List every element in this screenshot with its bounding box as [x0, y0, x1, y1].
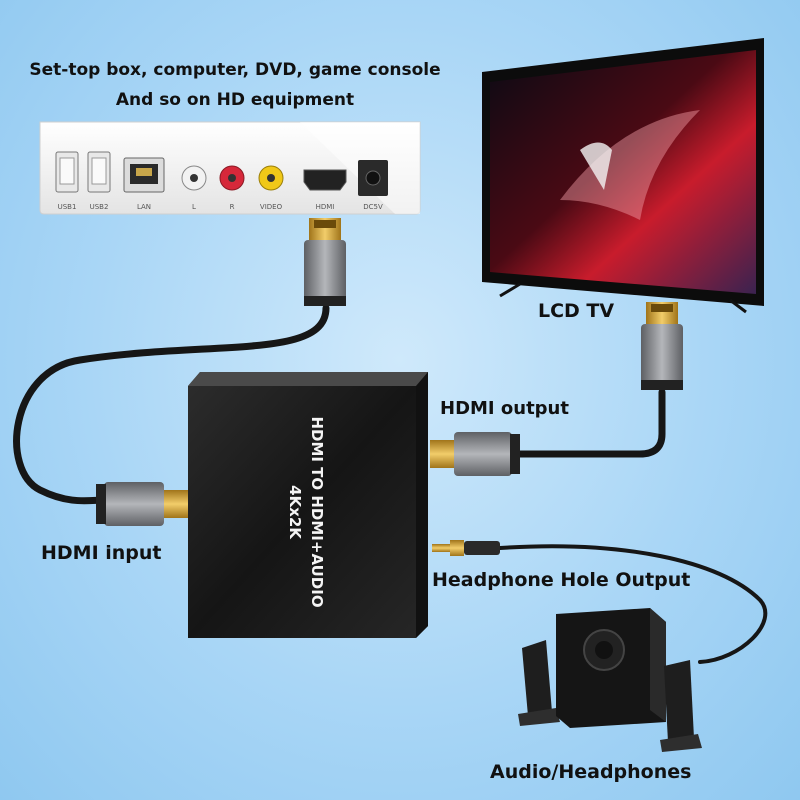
hdmi-input-label: HDMI input [41, 542, 162, 564]
satellite-speaker-left [518, 640, 560, 726]
usb2-port [87, 151, 111, 193]
audio-right-port [219, 165, 245, 191]
lan-port [123, 157, 165, 193]
audio-jack-plug [432, 540, 500, 556]
port-label-usb1: USB1 [58, 203, 77, 211]
tv-label: LCD TV [538, 300, 615, 322]
video-port [258, 165, 284, 191]
port-label-dc5v: DC5V [363, 203, 383, 211]
source-caption-line1: Set-top box, computer, DVD, game console [29, 60, 441, 80]
hdmi-plug-output [430, 432, 520, 476]
dc5v-port [358, 160, 388, 196]
audio-left-port [181, 165, 207, 191]
audio-label: Audio/Headphones [490, 761, 692, 783]
port-label-usb2: USB2 [90, 203, 109, 211]
hdmi-plug-tv [641, 302, 683, 390]
usb1-port [55, 151, 79, 193]
audio-cable [498, 544, 768, 664]
output-cable [512, 388, 666, 458]
input-cable [13, 304, 330, 505]
port-label-video: VIDEO [260, 203, 283, 211]
lcd-tv [482, 38, 764, 314]
source-device: USB1 USB2 LAN L R VIDEO HDMI DC5V [39, 121, 421, 215]
converter-text-line2: 4Kx2K [286, 485, 304, 540]
port-label-lan: LAN [137, 203, 151, 211]
headphone-output-label: Headphone Hole Output [432, 569, 691, 591]
hdmi-output-label: HDMI output [440, 398, 569, 419]
converter-box: HDMI TO HDMI+AUDIO 4Kx2K [188, 372, 428, 638]
speaker-set [518, 608, 702, 752]
port-label-l: L [192, 203, 196, 211]
hdmi-plug-input [96, 482, 188, 526]
converter-text-line1: HDMI TO HDMI+AUDIO [308, 416, 326, 607]
port-label-r: R [230, 203, 235, 211]
satellite-speaker-right [660, 660, 702, 752]
hdmi-port [303, 169, 347, 191]
hdmi-plug-source [304, 218, 346, 306]
source-caption-line2: And so on HD equipment [115, 90, 355, 110]
port-label-hdmi: HDMI [316, 203, 335, 211]
